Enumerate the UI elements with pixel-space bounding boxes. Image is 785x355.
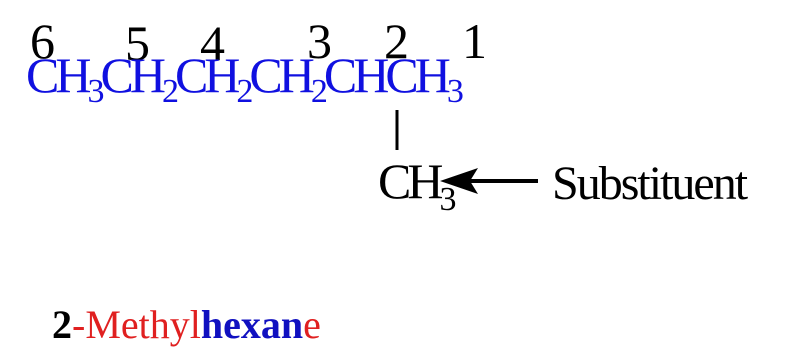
left-arrow-icon	[440, 168, 538, 194]
carbon-number-4: 4	[200, 15, 225, 71]
carbon-number-1: 1	[462, 13, 487, 69]
name-locant: 2	[52, 302, 72, 347]
carbon-numbers: 6 5 4 3 2 1	[30, 13, 487, 71]
chain-group-2: CH	[100, 47, 164, 103]
chain-group-4: CH	[249, 47, 313, 103]
carbon-chain-formula: CH3CH2CH2CH2CHCH3	[26, 47, 463, 110]
carbon-number-6: 6	[30, 13, 55, 69]
substituent-subscript: 3	[439, 181, 455, 218]
chain-group-5: CH	[324, 47, 388, 103]
name-suffix: e	[303, 302, 321, 347]
chain-group-6: CH	[385, 47, 449, 103]
substituent-methyl-group: CH3	[378, 153, 455, 218]
substituent-main: CH	[378, 153, 442, 209]
substituent-label: Substituent	[552, 157, 749, 210]
name-prefix: Methyl	[85, 302, 201, 347]
iupac-name: 2-Methylhexane	[52, 302, 321, 347]
carbon-number-5: 5	[125, 15, 150, 71]
name-root: hexan	[201, 302, 303, 347]
chain-group-1: CH	[26, 47, 90, 103]
carbon-number-3: 3	[307, 13, 332, 69]
chain-group-6-subscript: 3	[447, 73, 463, 110]
carbon-number-2: 2	[384, 13, 409, 69]
chain-group-3: CH	[175, 47, 239, 103]
name-dash: -	[72, 302, 85, 347]
